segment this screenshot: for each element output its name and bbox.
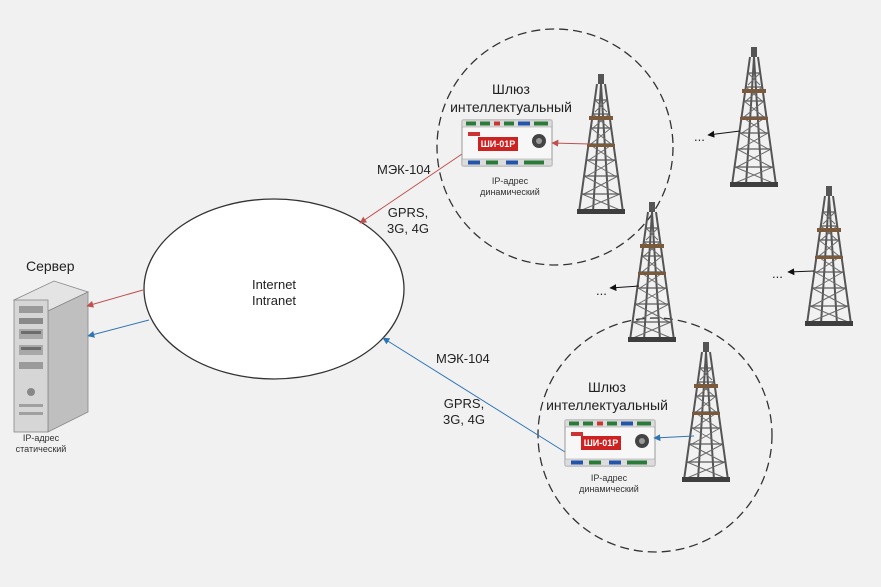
top-protocol-label: МЭК-104 — [377, 162, 431, 177]
gateway-top-title-line2: интеллектуальный — [450, 99, 572, 115]
chain-arrow — [609, 284, 640, 292]
top-link-arrow — [359, 153, 463, 224]
cloud-label: Internet Intranet — [224, 277, 324, 309]
gateway-top-title-line1: Шлюз — [492, 81, 530, 97]
server-blue-arrow — [87, 319, 150, 338]
gateway-top-ip-line1: IP-адрес — [491, 176, 529, 186]
gateway-bottom-title-line2: интеллектуальный — [546, 397, 668, 413]
gateway-bottom-title-line1: Шлюз — [588, 379, 626, 395]
oil-derrick-icon — [804, 185, 854, 327]
derrick-arrow-top — [551, 139, 591, 147]
top-network-label: GPRS, 3G, 4G — [382, 205, 434, 237]
gateway-top-ip-label: IP-адрес динамический — [478, 176, 542, 198]
cloud-line1: Internet — [251, 277, 297, 292]
oil-derrick-icon — [681, 341, 731, 483]
top-net-line2: 3G, 4G — [387, 221, 429, 236]
ellipsis-1: ... — [694, 129, 705, 144]
gateway-top-badge — [478, 137, 518, 151]
gateway-top-ip-line2: динамический — [480, 187, 540, 197]
bottom-link-arrow — [382, 337, 566, 453]
gateway-bottom-badge — [581, 436, 621, 450]
top-net-line1: GPRS, — [387, 205, 429, 220]
ellipsis-2: ... — [596, 283, 607, 298]
cloud-line2: Intranet — [251, 293, 297, 308]
oil-derrick-icon — [729, 46, 779, 188]
server-ip-line1: IP-адрес — [22, 433, 60, 443]
oil-derrick-icon — [627, 201, 677, 343]
server-red-arrow — [86, 289, 144, 308]
server-ip-line2: статический — [15, 444, 67, 454]
chain-arrow — [707, 130, 741, 138]
coverage-circle-top — [436, 28, 674, 266]
gateway-bottom-ip-line2: динамический — [579, 484, 639, 494]
server-ip-label: IP-адрес статический — [9, 433, 73, 455]
gateway-bottom-title: Шлюз интеллектуальный — [542, 378, 672, 414]
internet-cloud — [143, 198, 405, 380]
gateway-top-device-label: ШИ-01Р — [480, 139, 516, 149]
bottom-network-label: GPRS, 3G, 4G — [438, 396, 490, 428]
bottom-net-line1: GPRS, — [443, 396, 485, 411]
gateway-bottom-ip-line1: IP-адрес — [590, 473, 628, 483]
server-label: Сервер — [26, 258, 75, 274]
derrick-arrow-bottom — [653, 434, 695, 442]
gateway-bottom-device-label: ШИ-01Р — [583, 438, 619, 448]
ellipsis-3: ... — [772, 266, 783, 281]
chain-arrow — [787, 268, 815, 276]
gateway-bottom-ip-label: IP-адрес динамический — [577, 473, 641, 495]
gateway-top-title: Шлюз интеллектуальный — [446, 80, 576, 116]
bottom-net-line2: 3G, 4G — [443, 412, 485, 427]
server-icon — [12, 280, 90, 433]
bottom-protocol-label: МЭК-104 — [436, 351, 490, 366]
